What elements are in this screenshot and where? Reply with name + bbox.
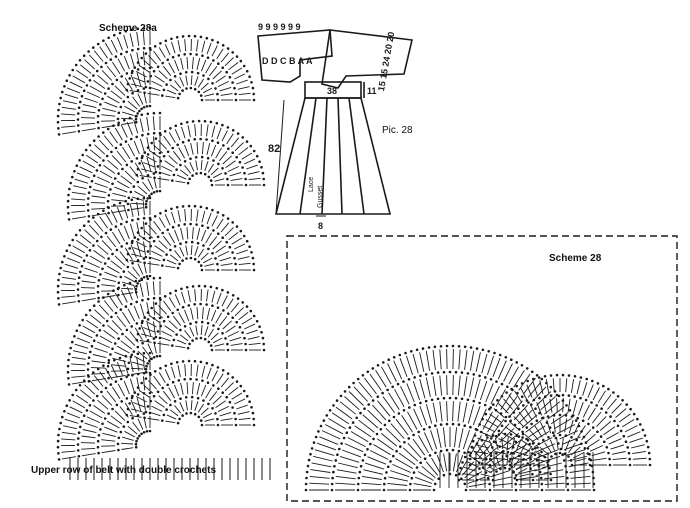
crochet-fan: [56, 196, 152, 306]
yoke-left: [257, 29, 333, 83]
crochet-fan: [56, 26, 152, 136]
scheme-28-title: Scheme 28: [549, 253, 602, 264]
sleeve-right: [321, 29, 413, 89]
dress-schematic: [257, 29, 413, 217]
crochet-fan: [304, 344, 596, 492]
crochet-fan: [135, 284, 266, 352]
crochet-fan: [125, 34, 256, 102]
panel-text-gusset: Gusset: [317, 186, 324, 208]
crochet-fan: [125, 204, 256, 272]
belt-caption: Upper row of belt with double crochets: [31, 465, 217, 476]
dress-top-numbers: 9 9 9 9 9 9: [258, 22, 301, 32]
crochet-motifs: [56, 26, 652, 492]
crochet-fan: [457, 432, 553, 482]
scheme-28a-title: Scheme 28a: [99, 23, 157, 34]
panel-text-lace: Lace: [308, 177, 315, 192]
belt-height-label: 11: [367, 86, 377, 96]
crochet-fan: [135, 119, 266, 187]
crochet-fan: [66, 276, 162, 386]
length-bracket: [275, 99, 285, 215]
skirt-outline: [274, 97, 392, 215]
belt-width-label: 38: [327, 86, 337, 96]
length-label: 82: [268, 143, 280, 155]
crochet-fan: [125, 359, 256, 427]
scheme-28-frame: [286, 235, 678, 502]
crochet-fan: [468, 373, 652, 467]
bottom-mark-label: 8: [318, 221, 323, 231]
dress-piece-letters: D D C B A A: [262, 56, 313, 66]
crochet-fan: [66, 111, 162, 221]
dress-sleeve-numbers: 15 15 24 20 20: [376, 31, 396, 92]
crochet-fan: [56, 351, 152, 461]
picture-title: Pic. 28: [382, 125, 413, 136]
